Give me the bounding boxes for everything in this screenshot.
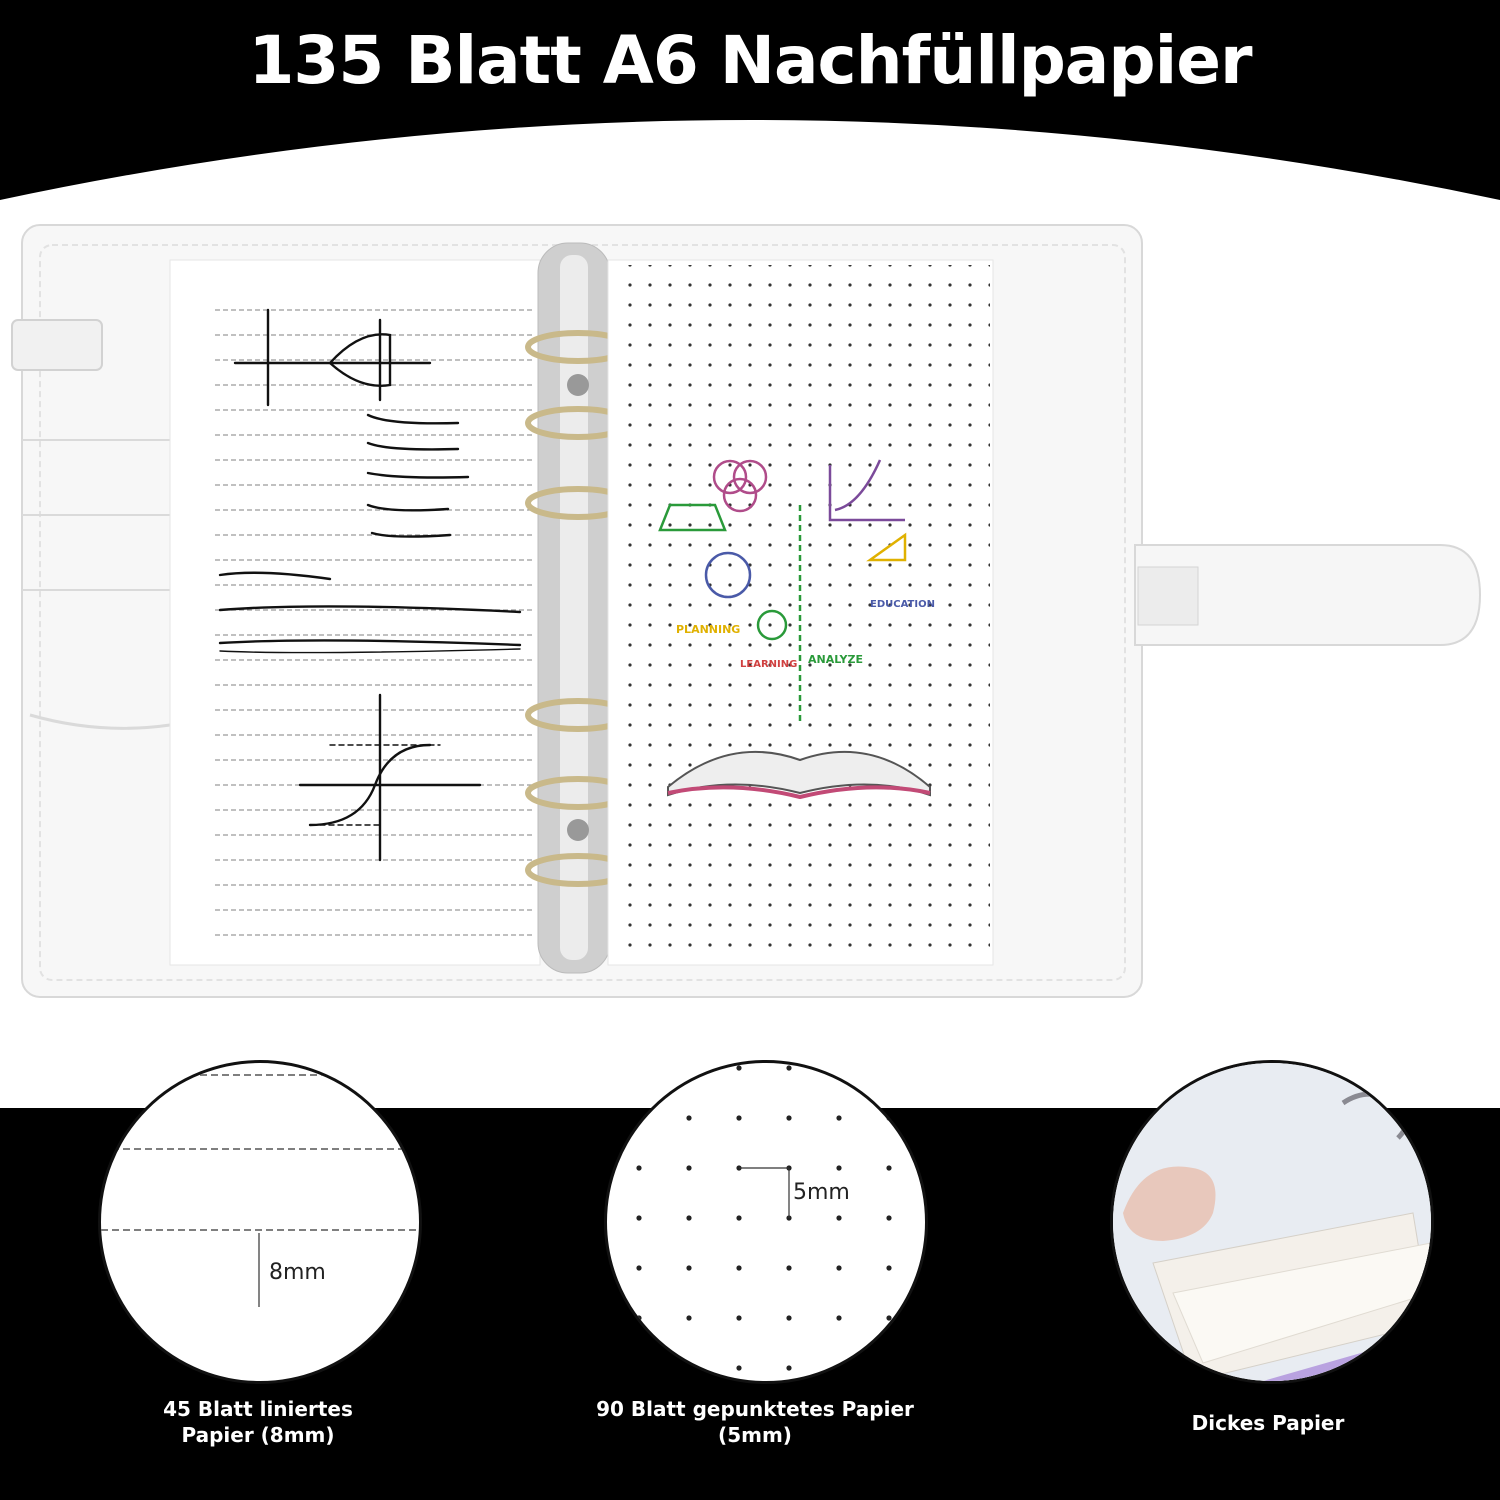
- label-analyze: ANALYZE: [808, 653, 863, 666]
- caption-dotted-line2: (5mm): [718, 1423, 792, 1447]
- lined-paper-zoom: 8mm: [98, 1060, 422, 1384]
- page-title: 135 Blatt A6 Nachfüllpapier: [248, 22, 1252, 99]
- dotted-paper-zoom: 5mm: [604, 1060, 928, 1384]
- caption-thick-line1: Dickes Papier: [1191, 1411, 1345, 1435]
- caption-lined-line2: Papier (8mm): [181, 1423, 335, 1447]
- header-band: [0, 0, 1500, 200]
- thick-paper-photo: [1110, 1060, 1434, 1384]
- planner-binder-illustration: PLANNING LEARNING ANALYZE EDUCATION: [11, 224, 1482, 998]
- label-learning: LEARNING: [740, 659, 797, 670]
- label-planning: PLANNING: [676, 623, 740, 636]
- dotted-measure-label: 5mm: [793, 1180, 850, 1205]
- lined-measure-label: 8mm: [269, 1260, 326, 1285]
- label-education: EDUCATION: [870, 599, 935, 610]
- caption-dotted-line1: 90 Blatt gepunktetes Papier: [596, 1397, 914, 1421]
- caption-dotted-paper: 90 Blatt gepunktetes Papier (5mm): [580, 1396, 930, 1448]
- caption-thick-paper: Dickes Papier: [1118, 1410, 1418, 1436]
- caption-lined-line1: 45 Blatt liniertes: [163, 1397, 353, 1421]
- caption-lined-paper: 45 Blatt liniertes Papier (8mm): [108, 1396, 408, 1448]
